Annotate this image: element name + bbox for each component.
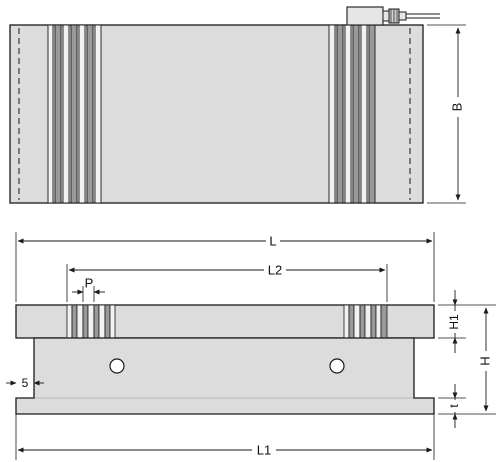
mounting-hole-left	[109, 358, 125, 374]
label-L2: L2	[268, 262, 282, 277]
dimension-5: 5	[6, 376, 44, 390]
top-view: B	[9, 6, 466, 204]
dimension-H1: H1	[447, 290, 463, 353]
dimension-L2: L2	[66, 262, 388, 302]
top-left-stripes	[47, 24, 102, 204]
side-base-body	[15, 337, 435, 415]
side-left-stripes	[66, 304, 116, 339]
dimension-L1: L1	[15, 414, 435, 460]
label-H1: H1	[447, 314, 461, 330]
label-P: P	[85, 275, 94, 290]
side-view: L L2 P	[6, 232, 496, 460]
cable-connector	[346, 6, 440, 26]
side-right-stripes	[343, 304, 388, 339]
mounting-hole-right	[329, 358, 345, 374]
dimension-B: B	[427, 24, 466, 204]
dimension-P: P	[72, 275, 105, 302]
label-5: 5	[22, 376, 29, 390]
label-L: L	[269, 233, 276, 248]
label-t: t	[447, 404, 461, 408]
dimension-L: L	[15, 232, 435, 302]
label-B: B	[449, 103, 464, 112]
label-L1: L1	[257, 442, 271, 457]
dimension-t: t	[447, 384, 462, 428]
dimension-H: H	[477, 307, 494, 412]
label-H: H	[477, 356, 492, 365]
